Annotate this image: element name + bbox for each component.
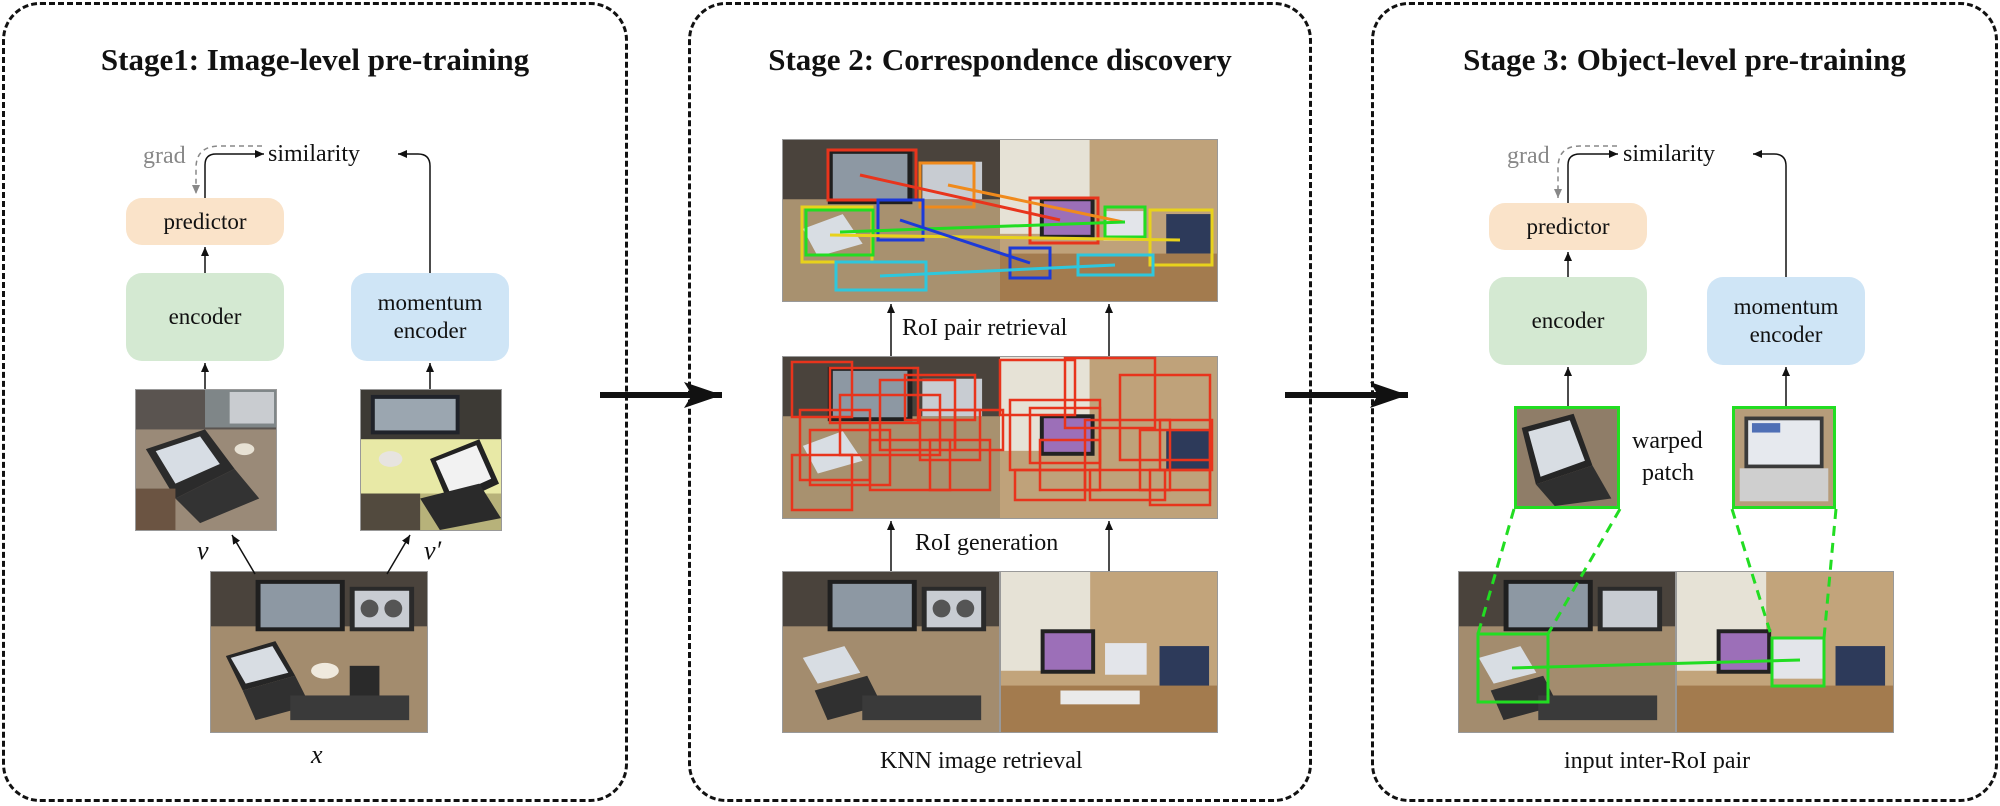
stage3-predictor-box: predictor	[1489, 203, 1647, 250]
stage3-warped-patch-right	[1732, 406, 1836, 509]
stage3-momentum-encoder-box: momentum encoder	[1707, 277, 1865, 365]
stage1-momentum-line1: momentum	[377, 290, 483, 316]
stage3-input-pair-image-left	[1458, 571, 1676, 733]
stage2-roi-generation-label: RoI generation	[915, 530, 1059, 556]
stage2-title: Stage 2: Correspondence discovery	[768, 42, 1232, 77]
stage3-momentum-line2: encoder	[1749, 322, 1823, 347]
stage3-title: Stage 3: Object-level pre-training	[1463, 42, 1906, 77]
stage1-view-v-prime-image	[360, 389, 502, 531]
stage1-momentum-line2: encoder	[393, 318, 467, 343]
stage3-warped-label-line1: warped	[1632, 428, 1703, 454]
stage3-encoder-box: encoder	[1489, 277, 1647, 365]
stage1-v-label: v	[197, 536, 209, 565]
stage1-momentum-encoder-box: momentum encoder	[351, 273, 509, 361]
stage1-predictor-box: predictor	[126, 198, 284, 245]
stage2-knn-image-right	[1000, 571, 1218, 733]
stage3-momentum-line1: momentum	[1733, 294, 1839, 320]
stage1-input-image	[210, 571, 428, 733]
stage3-input-pair-label: input inter-RoI pair	[1564, 748, 1751, 774]
stage3-warped-patch-left	[1514, 406, 1620, 509]
stage2-knn-image-left	[782, 571, 1000, 733]
stage3-input-pair-image-right	[1676, 571, 1894, 733]
stage2-roi-pair-retrieval-label: RoI pair retrieval	[902, 315, 1068, 341]
stage2-roi-generation-image	[782, 356, 1218, 519]
stage1-title: Stage1: Image-level pre-training	[100, 42, 530, 77]
stage1-v-prime-label: v′	[424, 536, 442, 565]
stage3-warped-label-line2: patch	[1642, 460, 1694, 486]
stage3-grad-label: grad	[1507, 143, 1550, 169]
stage1-view-v-image	[135, 389, 277, 531]
stage3-similarity-label: similarity	[1623, 141, 1715, 167]
stage1-x-label: x	[311, 740, 323, 769]
stage1-similarity-label: similarity	[268, 141, 360, 167]
stage2-knn-retrieval-label: KNN image retrieval	[880, 748, 1083, 774]
stage1-encoder-box: encoder	[126, 273, 284, 361]
stage1-grad-label: grad	[143, 143, 186, 169]
stage2-roi-pair-image	[782, 139, 1218, 302]
stage1-panel	[2, 2, 628, 802]
